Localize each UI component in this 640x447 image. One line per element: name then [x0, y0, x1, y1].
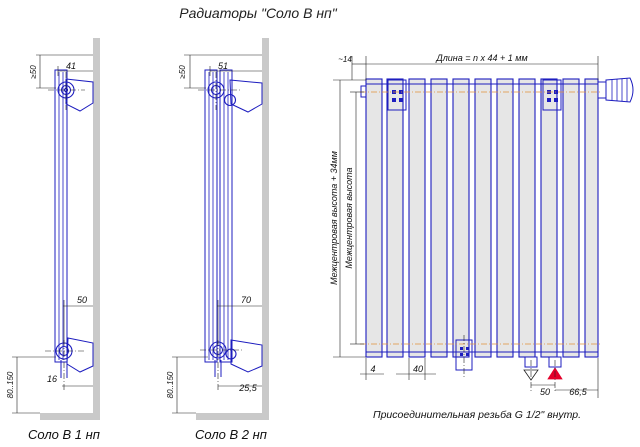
- dim-floor-left: 80..150: [6, 371, 15, 398]
- dim-bottom-pipe-middle: 25,5: [238, 383, 258, 393]
- section-7: [496, 78, 514, 358]
- caption-solo-v2: Соло В 2 нп: [195, 427, 267, 442]
- caption-solo-v1: Соло В 1 нп: [28, 427, 100, 442]
- section-1: [365, 78, 383, 358]
- section-10: [562, 78, 580, 358]
- radiator-panel-front: [204, 69, 218, 363]
- radiator-body-left: [54, 69, 68, 363]
- section-5: [452, 78, 470, 358]
- side-view-solo-v2: ≥50 51 70 25,5 80..150 Соло В 2 нп: [166, 38, 269, 442]
- dim-bottom-offset-middle: 70: [241, 295, 251, 305]
- top-bracket-front-right: [542, 79, 562, 111]
- section-11: [584, 78, 599, 358]
- front-view: ~14 Длина = n x 44 + 1 мм Межцентровая в…: [329, 53, 634, 421]
- dim-top-clearance-middle: ≥50: [178, 65, 187, 79]
- wall-left-view: [40, 38, 100, 420]
- side-view-solo-v1: ≥50 41 50 16 80..150 Соло В 1 нп: [6, 38, 100, 442]
- radiator-sections: [365, 78, 599, 358]
- section-8: [518, 78, 536, 358]
- dim-section-width: 40: [413, 364, 423, 374]
- air-vent-plug: [360, 85, 367, 98]
- top-bracket-left: [65, 78, 94, 112]
- section-6: [474, 78, 492, 358]
- dim-right-offset: 66,5: [569, 387, 588, 397]
- bottom-bracket-middle: [230, 339, 263, 373]
- dim-pipe-spacing: 50: [540, 387, 550, 397]
- drawing-title: Радиаторы "Соло В нп": [179, 5, 337, 21]
- dim-length: Длина = n x 44 + 1 мм: [435, 53, 527, 63]
- bottom-bracket-left: [66, 337, 94, 373]
- section-9: [540, 78, 558, 358]
- dim-left-small: 4: [370, 364, 375, 374]
- section-2: [386, 78, 404, 358]
- dim-top-clearance-left: ≥50: [29, 65, 38, 79]
- dim-side-offset: ~14: [338, 55, 352, 64]
- thread-note: Присоединительная резьба G 1/2" внутр.: [373, 409, 581, 421]
- dim-bottom-offset-left: 50: [77, 295, 87, 305]
- dim-top-width-middle: 51: [218, 61, 228, 71]
- radiator-panel-rear: [219, 69, 233, 363]
- bottom-connectors: [524, 356, 562, 368]
- dim-floor-middle: 80..150: [166, 371, 175, 398]
- top-bracket-front-left: [387, 79, 407, 111]
- dim-height-outer: Межцентровая высота + 34мм: [329, 151, 339, 285]
- dim-top-width-left: 41: [66, 61, 76, 71]
- thermostatic-valve: [597, 77, 634, 103]
- section-4: [430, 78, 448, 358]
- top-bracket-middle: [229, 79, 263, 113]
- dim-bottom-pipe-left: 16: [47, 374, 57, 384]
- section-3: [408, 78, 426, 358]
- dim-height-center: Межцентровая высота: [344, 167, 354, 268]
